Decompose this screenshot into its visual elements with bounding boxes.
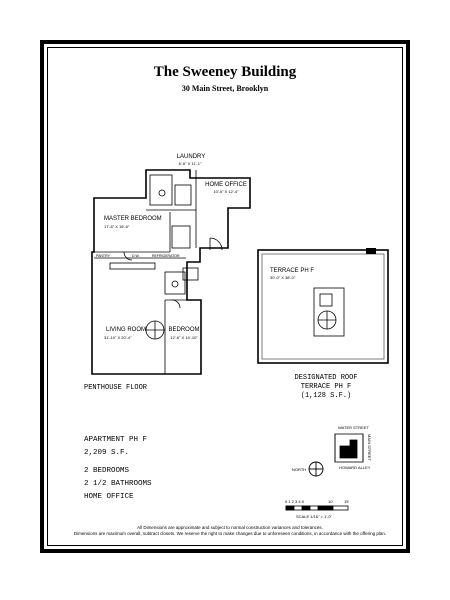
bedroom-label: BEDROOM — [168, 327, 200, 333]
refrigerator-label: REFRIGERATOR — [152, 254, 180, 258]
apartment-office: HOME OFFICE — [84, 493, 134, 501]
footnote-line1: All Dimensions are approximate and subje… — [137, 525, 323, 530]
location-key-map — [334, 433, 364, 463]
penthouse-floor-caption: PENTHOUSE FLOOR — [84, 384, 148, 392]
building-title: The Sweeney Building — [153, 64, 297, 80]
terrace-label: TERRACE PH F — [270, 268, 315, 274]
home-office-label: HOME OFFICE — [205, 182, 247, 188]
apartment-bathrooms: 2 1/2 BATHROOMS — [84, 480, 152, 488]
apartment-name: APARTMENT PH F — [84, 436, 148, 444]
apartment-bedrooms: 2 BEDROOMS — [84, 467, 130, 475]
master-bedroom-dims: 17'-6" X 16'-6" — [104, 224, 130, 229]
apartment-area: 2,209 S.F. — [84, 449, 130, 457]
roof-caption-line1: DESIGNATED ROOF — [294, 374, 358, 382]
north-label: NORTH — [292, 467, 307, 472]
living-room-dims: 31'-10" X 20'-4" — [104, 335, 132, 340]
footnote-line2: Dimensions are maximum overall, subtract… — [73, 531, 387, 536]
roof-terrace-plan — [257, 248, 389, 364]
laundry-dims: 6'-6" X 11'-1" — [178, 161, 202, 166]
scale-bar — [285, 505, 349, 511]
scale-ticks: 0 1 2 3 4 5 — [285, 499, 304, 504]
scale-label: SCALE 1/16" = 1'-0" — [296, 514, 332, 519]
street-bottom-label: HOWARD ALLEY — [339, 465, 371, 470]
roof-caption-line2: TERRACE PH F — [300, 383, 352, 391]
laundry-label: LAUNDRY — [176, 154, 206, 160]
dw-label: D.W. — [132, 254, 140, 258]
terrace-dims: 30'-0" X 38'-0" — [270, 275, 296, 280]
pantry-label: PANTRY — [96, 254, 110, 258]
outer-frame — [40, 40, 410, 553]
street-top-label: WATER STREET — [338, 425, 369, 430]
north-arrow-icon — [308, 461, 324, 477]
street-right-label: MAIN STREET — [367, 434, 372, 461]
roof-caption-line3: (1,128 S.F.) — [300, 392, 352, 400]
living-room-label: LIVING ROOM — [106, 327, 147, 333]
scale-fifteen: 15' — [344, 499, 350, 504]
bedroom-dims: 12'-6" X 14'-10" — [170, 335, 198, 340]
inner-frame — [47, 47, 403, 546]
scale-ten: 10' — [328, 499, 334, 504]
master-bedroom-label: MASTER BEDROOM — [104, 216, 162, 222]
home-office-dims: 10'-5" X 12'-4" — [213, 189, 239, 194]
building-address: 30 Main Street, Brooklyn — [181, 84, 269, 93]
penthouse-plan — [91, 169, 251, 375]
